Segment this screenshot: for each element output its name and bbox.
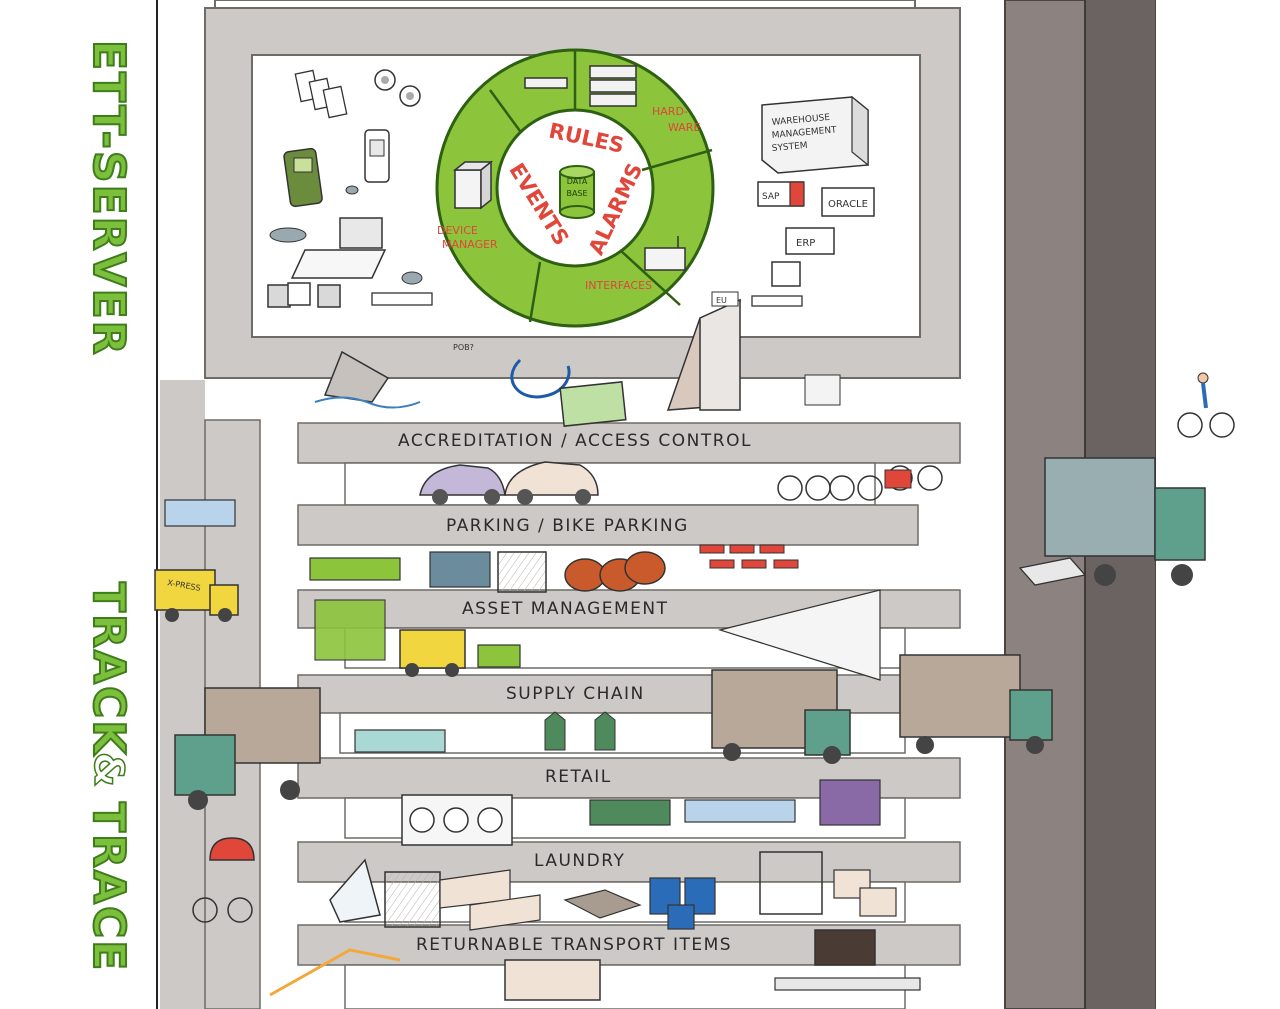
eu-label: EU xyxy=(716,296,727,305)
sap-label: SAP xyxy=(762,192,780,202)
laundry-scene xyxy=(329,851,897,931)
hardware-label-line2: WARE xyxy=(668,121,700,134)
lane-label-retail: RETAIL xyxy=(545,767,612,787)
retail-scene xyxy=(401,779,881,846)
database-label-line1: DATA xyxy=(567,177,588,186)
device-box-icon xyxy=(452,160,494,210)
lane-label-returnable-transport-items: RETURNABLE TRANSPORT ITEMS xyxy=(416,935,733,955)
device-manager-label-line2: MANAGER xyxy=(442,238,498,251)
rfid-devices-illustration xyxy=(267,69,433,308)
pob-label: POB? xyxy=(453,343,474,352)
lane-label-laundry: LAUNDRY xyxy=(534,851,626,871)
rti-scene xyxy=(269,929,921,1001)
lane-label-supply-chain: SUPPLY CHAIN xyxy=(506,684,645,704)
left-street-scene xyxy=(154,499,321,923)
database-icon xyxy=(559,165,595,219)
cyclist xyxy=(1177,372,1235,438)
erp-label: ERP xyxy=(796,238,815,249)
title-trace: TRACE xyxy=(82,801,135,973)
lane-label-asset-management: ASSET MANAGEMENT xyxy=(462,599,669,619)
lane-label-accreditation: ACCREDITATION / ACCESS CONTROL xyxy=(398,431,752,451)
database-label-line2: BASE xyxy=(566,189,587,198)
delivery-truck xyxy=(1018,457,1206,586)
enterprise-systems-illustration xyxy=(751,95,875,307)
hardware-label-line1: HARD- xyxy=(652,105,688,118)
title-track: TRACK xyxy=(82,581,135,757)
accreditation-scene xyxy=(314,291,841,427)
hardware-servers-icon xyxy=(524,65,637,107)
asset-scene xyxy=(309,544,881,681)
device-manager-label-line1: DEVICE xyxy=(437,224,478,237)
wms-label-line3: SYSTEM xyxy=(771,141,808,154)
interfaces-label: INTERFACES xyxy=(585,279,652,292)
lane-label-parking: PARKING / BIKE PARKING xyxy=(446,516,689,536)
oracle-label: ORACLE xyxy=(828,199,868,210)
parking-scene xyxy=(419,461,943,505)
title-ampersand: & xyxy=(84,751,132,789)
title-ett-server: ETT-SERVER xyxy=(82,39,135,358)
interface-box-icon xyxy=(644,236,686,271)
supply-chain-scene xyxy=(354,654,1053,764)
